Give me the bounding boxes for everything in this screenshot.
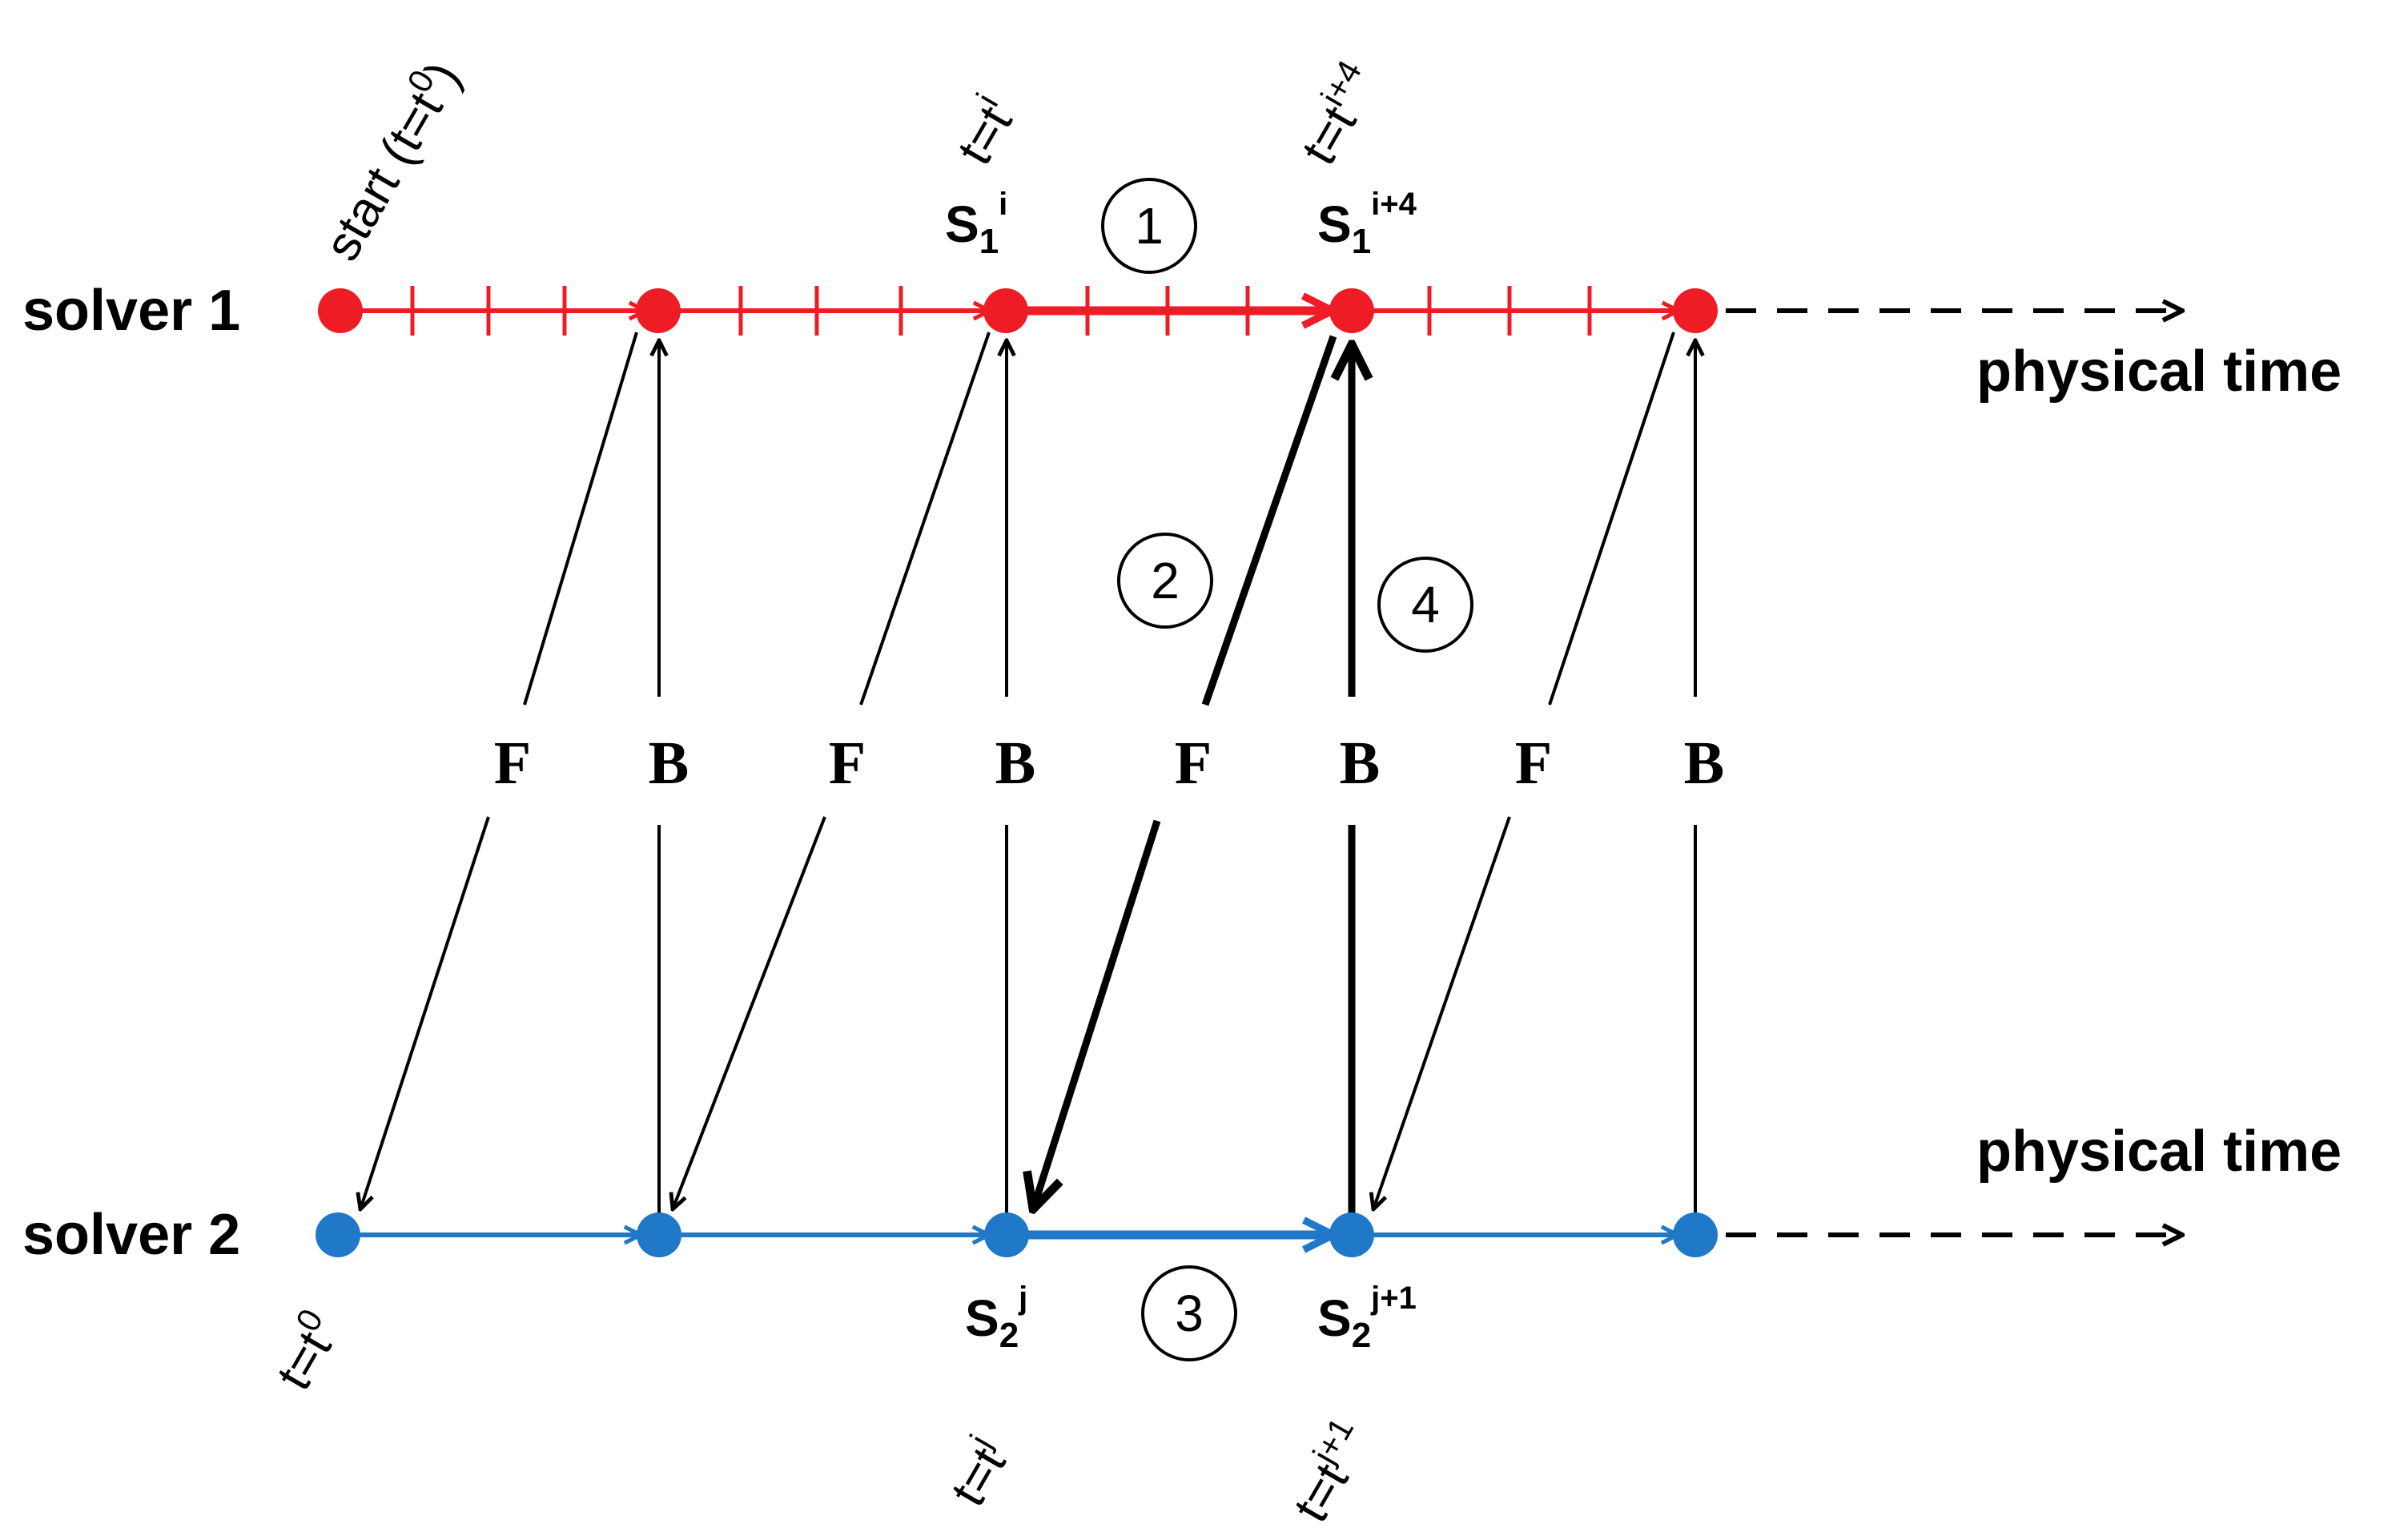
transfer-arrows <box>360 332 1695 1233</box>
step-marker-4: 4 <box>1377 557 1473 653</box>
solver1-timeline <box>318 286 2182 336</box>
state-label-s1-i4: S1i+4 <box>1317 187 1417 261</box>
step-marker-3: 3 <box>1141 1265 1237 1361</box>
forward-transfer-arrow <box>1201 335 1337 706</box>
time-label-t-j1: t=tj+1 <box>1277 1411 1382 1531</box>
start-time-label: start (t=t0) <box>308 49 472 270</box>
solver1-node <box>636 288 681 333</box>
solver2-node <box>316 1212 360 1257</box>
substep-ticks <box>410 286 1592 336</box>
state-label-s2-j1: S2j+1 <box>1317 1281 1417 1355</box>
backward-label: B <box>995 730 1036 797</box>
time-label-t-i4: t=ti+4 <box>1285 54 1390 174</box>
solver2-node <box>1329 1212 1374 1257</box>
state-label-s2-j: S2j <box>965 1281 1027 1355</box>
forward-label: F <box>494 730 531 797</box>
forward-transfer-arrow <box>360 816 490 1209</box>
solver1-node <box>1329 288 1374 333</box>
solver1-node <box>318 288 363 333</box>
step-number: 4 <box>1411 576 1440 633</box>
time-label-t-i: t=ti <box>941 87 1027 174</box>
solver2-timeline <box>316 1212 2182 1257</box>
step-marker-2: 2 <box>1117 533 1213 629</box>
forward-transfer-arrow <box>1548 332 1675 706</box>
backward-label: B <box>1684 730 1725 797</box>
solver2-node <box>1673 1212 1718 1257</box>
forward-transfer-arrow <box>859 332 991 706</box>
state-label-s1-i: S1i <box>945 187 1007 261</box>
forward-label: F <box>1515 730 1552 797</box>
solver2-node <box>984 1212 1029 1257</box>
solver1-label: solver 1 <box>22 279 240 343</box>
solver1-node <box>1673 288 1718 333</box>
forward-transfer-arrow <box>523 332 638 706</box>
step-number: 1 <box>1135 197 1164 255</box>
solver1-axis-label: physical time <box>1976 340 2342 404</box>
forward-transfer-arrow <box>673 816 826 1209</box>
forward-transfer-arrow <box>1033 819 1161 1209</box>
time-label-t-j: t=tj <box>935 1429 1021 1515</box>
backward-label: B <box>649 730 689 797</box>
step-marker-1: 1 <box>1101 178 1197 274</box>
solver1-node <box>983 288 1028 333</box>
forward-transfer-arrow <box>1373 816 1511 1209</box>
solver2-label: solver 2 <box>22 1203 240 1267</box>
backward-label: B <box>1340 730 1381 797</box>
solver2-node <box>637 1212 681 1257</box>
transfer-labels: F B F B F B F B <box>494 730 1725 797</box>
solver2-axis-label: physical time <box>1976 1120 2342 1184</box>
forward-label: F <box>1175 730 1212 797</box>
step-number: 3 <box>1175 1285 1204 1342</box>
solver2-start-time-label: t=t0 <box>260 1303 352 1399</box>
step-number: 2 <box>1151 552 1180 609</box>
forward-label: F <box>829 730 866 797</box>
